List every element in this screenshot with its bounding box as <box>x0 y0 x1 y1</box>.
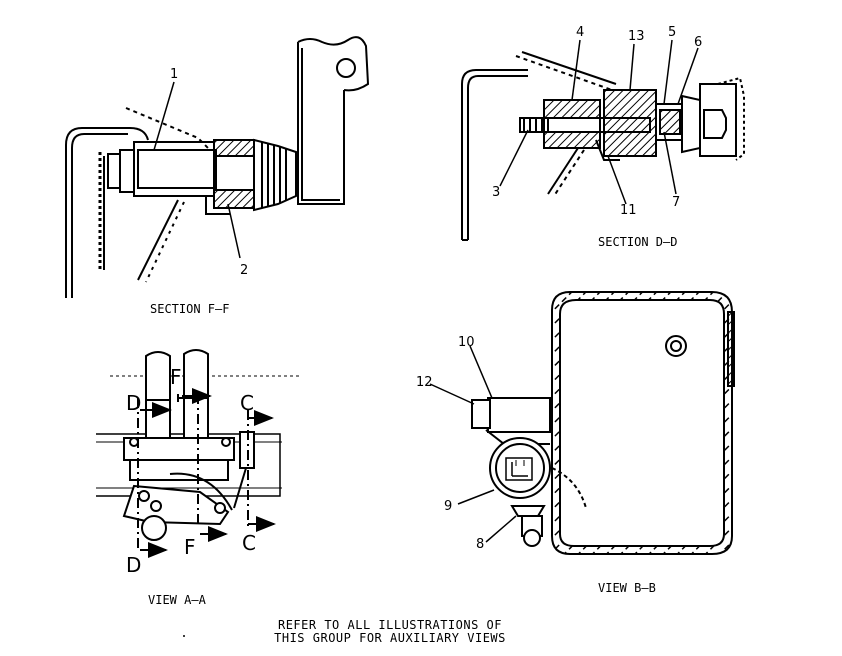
callout-1: 1 <box>170 67 178 82</box>
footer-note: REFER TO ALL ILLUSTRATIONS OF THIS GROUP… <box>230 619 550 645</box>
callout-12: 12 <box>416 375 433 390</box>
section-mark-c-top: C <box>240 391 254 415</box>
view-aa-title: VIEW A–A <box>148 593 207 607</box>
callout-9: 9 <box>444 499 452 514</box>
view-aa <box>96 349 300 558</box>
section-dd <box>461 39 745 241</box>
callout-6: 6 <box>694 35 702 50</box>
callout-13: 13 <box>628 29 645 44</box>
section-mark-c-bottom: C <box>242 531 256 555</box>
callout-5: 5 <box>668 25 676 40</box>
section-ff-title: SECTION F–F <box>150 302 229 316</box>
callout-11: 11 <box>620 203 637 218</box>
callout-4: 4 <box>576 25 584 40</box>
callout-10: 10 <box>458 335 475 350</box>
section-mark-d-top: D <box>126 391 141 415</box>
section-mark-d-bottom: D <box>126 553 141 577</box>
section-ff <box>65 36 370 298</box>
section-mark-f-bottom: F <box>184 535 196 559</box>
view-bb <box>429 291 735 555</box>
section-mark-f-top: F <box>170 365 182 389</box>
callout-3: 3 <box>492 185 500 200</box>
section-dd-title: SECTION D–D <box>598 235 677 249</box>
footer-note-line-1: REFER TO ALL ILLUSTRATIONS OF <box>277 618 502 632</box>
callout-2: 2 <box>240 263 248 278</box>
footer-note-line-2: THIS GROUP FOR AUXILIARY VIEWS <box>274 631 506 645</box>
callout-8: 8 <box>476 537 484 552</box>
view-bb-title: VIEW B–B <box>598 581 656 595</box>
callout-7: 7 <box>672 195 680 210</box>
